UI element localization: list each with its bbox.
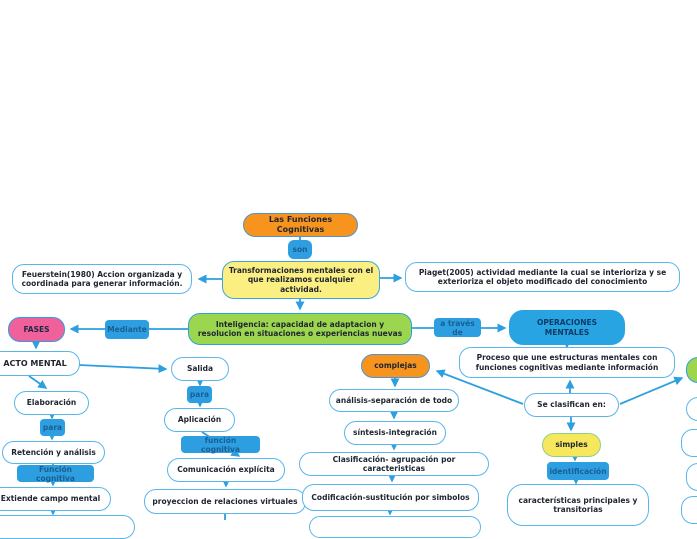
node-acto-mental[interactable]: ACTO MENTAL	[0, 351, 80, 376]
node-simples[interactable]: simples	[542, 433, 601, 457]
node-se-clasifican-en[interactable]: Se clasifican en:	[524, 393, 619, 417]
node-complejas[interactable]: complejas	[361, 354, 430, 378]
node-las-funciones-cognitivas[interactable]: Las Funciones Cognitivas	[243, 213, 358, 237]
node-transformaciones-mentales[interactable]: Transformaciones mentales con el que rea…	[222, 261, 380, 299]
node-piaget[interactable]: Piaget(2005) actividad mediante la cual …	[405, 262, 680, 292]
node-caracteristicas-principales[interactable]: características principales y transitori…	[507, 484, 649, 526]
node-operaciones-mentales[interactable]: OPERACIONES MENTALES	[509, 310, 625, 345]
label-mediante[interactable]: Mediante	[105, 320, 149, 339]
node-salida[interactable]: Salida	[171, 357, 229, 381]
label-funcion-cognitiva-2[interactable]: función cognitiva	[181, 436, 260, 454]
label-funcion-cognitiva-1[interactable]: Función cognitiva	[17, 465, 94, 483]
node-proyeccion-relaciones-virtuales[interactable]: proyeccion de relaciones virtuales	[144, 489, 306, 514]
node-fases[interactable]: FASES	[8, 317, 65, 342]
label-para-1[interactable]: para	[40, 419, 65, 436]
label-son[interactable]: son	[288, 240, 312, 259]
node-elaboracion[interactable]: Elaboración	[14, 391, 89, 415]
node-partial-bottom-middle[interactable]	[309, 516, 481, 538]
node-proceso-estructuras[interactable]: Proceso que une estructuras mentales con…	[459, 347, 675, 378]
node-aplicacion[interactable]: Aplicación	[164, 408, 235, 432]
node-sintesis-integracion[interactable]: síntesis-integración	[344, 421, 446, 445]
node-retencion-y-analisis[interactable]: Retención y análisis	[2, 441, 105, 464]
node-partial-right-2[interactable]	[681, 429, 697, 457]
node-comunicacion-explicita[interactable]: Comunicación explícita	[167, 458, 285, 482]
node-partial-bottom-left[interactable]	[0, 515, 135, 539]
node-extiende-campo-mental[interactable]: Extiende campo mental	[0, 487, 111, 511]
node-clasificacion-agrupacion[interactable]: Clasificación- agrupación por caracteris…	[299, 452, 489, 476]
mind-map-canvas: Las Funciones Cognitivas son Transformac…	[0, 213, 697, 539]
node-feuerstein[interactable]: Feuerstein(1980) Accion organizada y coo…	[12, 264, 192, 294]
label-identificacion[interactable]: identificación	[547, 462, 609, 480]
node-analisis-separacion[interactable]: análisis-separación de todo	[329, 389, 459, 412]
label-para-2[interactable]: para	[187, 386, 212, 403]
node-inteligencia[interactable]: Inteligencia: capacidad de adaptacion y …	[188, 313, 412, 345]
node-codificacion-sustitucion[interactable]: Codificación-sustitución por simbolos	[302, 484, 479, 511]
label-a-traves-de[interactable]: a través de	[434, 318, 481, 337]
